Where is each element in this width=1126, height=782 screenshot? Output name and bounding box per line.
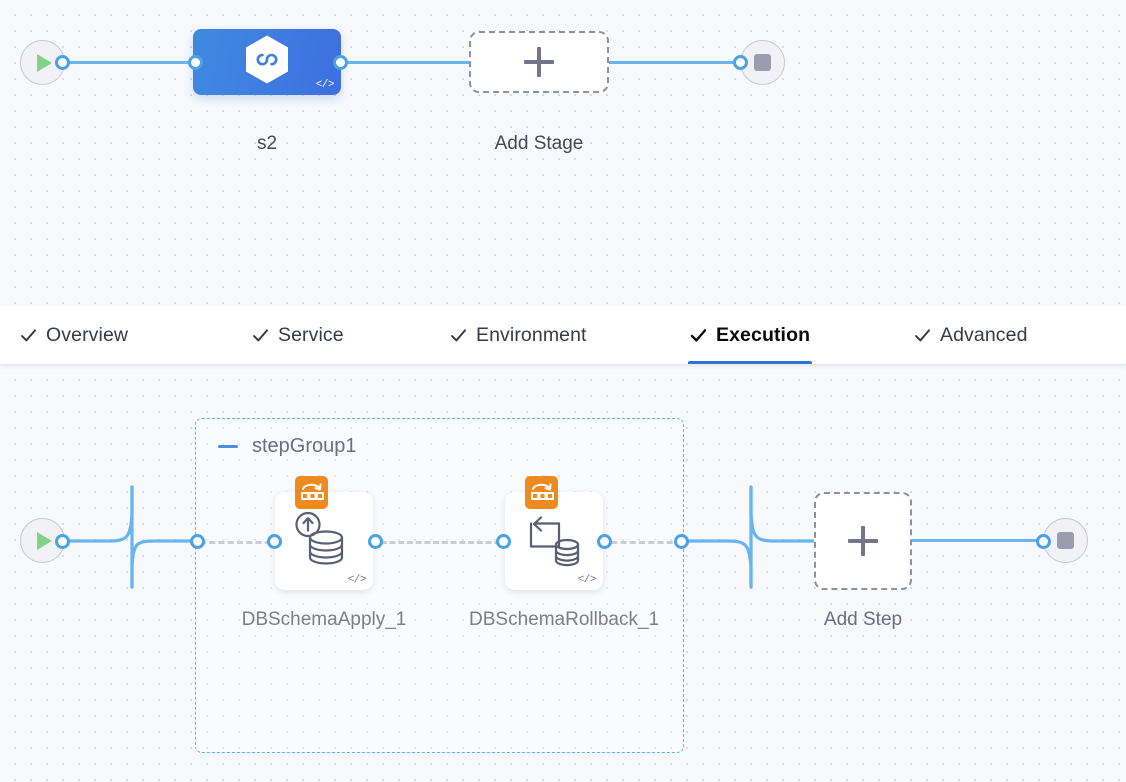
plus-icon xyxy=(848,526,878,556)
stage-graph-canvas[interactable]: </> s2 Add Stage xyxy=(0,0,1126,306)
link-start-to-stage xyxy=(62,61,202,65)
step-group-header[interactable]: stepGroup1 xyxy=(218,435,357,458)
tab-label: Advanced xyxy=(940,323,1028,346)
step-node-dbschemaapply[interactable]: </> xyxy=(275,476,373,590)
link-step1-to-step2 xyxy=(372,541,509,544)
connector-dot[interactable] xyxy=(267,534,282,549)
tab-service[interactable]: Service xyxy=(250,306,346,364)
code-badge-icon: </> xyxy=(347,574,367,586)
right-join-connector xyxy=(680,485,816,589)
db-apply-icon xyxy=(293,510,355,575)
check-icon xyxy=(450,327,467,344)
db-rollback-icon xyxy=(523,510,585,575)
play-icon xyxy=(37,53,52,72)
step-label-dbschemaapply: DBSchemaApply_1 xyxy=(241,609,407,630)
harness-hexagon-icon xyxy=(244,35,290,90)
left-split-connector xyxy=(60,485,201,589)
stage-node-s2[interactable]: </> xyxy=(193,29,341,95)
connector-dot[interactable] xyxy=(496,534,511,549)
link-addstep-to-end xyxy=(910,539,1050,543)
step-group-container[interactable]: stepGroup1 xyxy=(195,418,684,753)
tab-advanced[interactable]: Advanced xyxy=(912,306,1030,364)
check-icon xyxy=(914,327,931,344)
add-step-button[interactable] xyxy=(814,492,912,590)
minus-icon[interactable] xyxy=(218,444,238,449)
connector-dot[interactable] xyxy=(733,55,748,70)
link-addstage-to-end xyxy=(608,61,746,65)
connector-dot[interactable] xyxy=(674,534,689,549)
connector-dot[interactable] xyxy=(190,534,205,549)
step-node-dbschemarollback[interactable]: </> xyxy=(505,476,603,590)
exec-start-node[interactable] xyxy=(20,518,65,563)
connector-dot[interactable] xyxy=(333,55,348,70)
exec-end-node[interactable] xyxy=(1043,518,1088,563)
link-to-step-1 xyxy=(200,541,280,544)
connector-dot[interactable] xyxy=(1036,534,1051,549)
step-label-dbschemarollback: DBSchemaRollback_1 xyxy=(469,609,660,630)
connector-dot[interactable] xyxy=(188,55,203,70)
tab-environment[interactable]: Environment xyxy=(448,306,589,364)
tab-execution[interactable]: Execution xyxy=(688,306,813,364)
link-stage-to-addstage xyxy=(336,61,471,65)
check-icon xyxy=(252,327,269,344)
tab-overview[interactable]: Overview xyxy=(18,306,130,364)
code-badge-icon: </> xyxy=(577,574,597,586)
add-stage-button[interactable] xyxy=(469,31,609,93)
db-migration-badge-icon xyxy=(295,476,328,509)
stop-icon xyxy=(754,54,771,71)
tab-label: Service xyxy=(278,323,344,346)
plus-icon xyxy=(524,47,554,77)
active-tab-underline xyxy=(688,361,813,364)
add-step-label: Add Step xyxy=(823,609,903,630)
connector-dot[interactable] xyxy=(597,534,612,549)
execution-graph-canvas[interactable]: stepGroup1 xyxy=(0,365,1126,782)
step-group-title: stepGroup1 xyxy=(252,435,357,457)
add-stage-label: Add Stage xyxy=(494,133,584,154)
connector-dot[interactable] xyxy=(55,55,70,70)
link-step2-to-groupend xyxy=(602,541,682,544)
db-migration-badge-icon xyxy=(525,476,558,509)
stop-icon xyxy=(1057,532,1074,549)
check-icon xyxy=(690,327,707,344)
check-icon xyxy=(20,327,37,344)
connector-dot[interactable] xyxy=(55,534,70,549)
tab-label: Overview xyxy=(46,323,129,346)
tab-label: Execution xyxy=(716,323,811,346)
tab-label: Environment xyxy=(476,323,587,346)
connector-dot[interactable] xyxy=(368,534,383,549)
code-badge-icon: </> xyxy=(315,79,335,91)
stage-config-tabs[interactable]: Overview Service Environment Execution Advan… xyxy=(0,306,1126,365)
play-icon xyxy=(37,531,52,550)
stage-node-label: s2 xyxy=(256,133,278,154)
